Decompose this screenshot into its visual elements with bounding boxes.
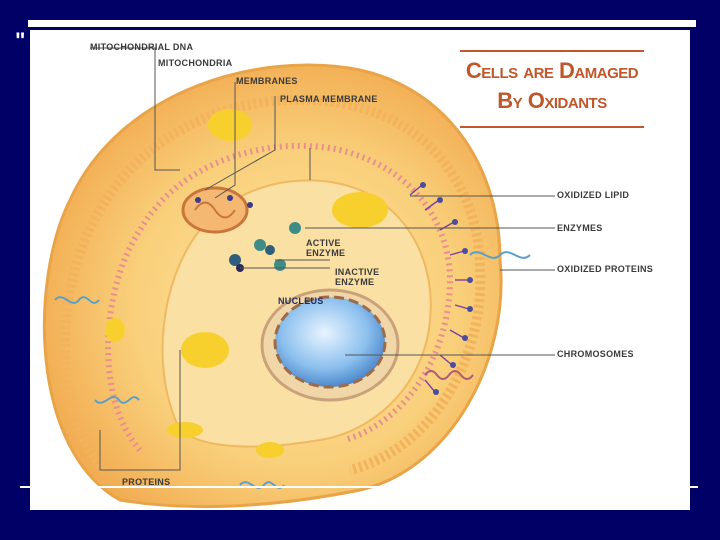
label-membranes: MEMBRANES	[236, 76, 298, 86]
protein-blob	[105, 318, 125, 342]
protein-blob	[167, 422, 203, 438]
protein-blob	[256, 442, 284, 458]
label-oxidized-proteins: OXIDIZED PROTEINS	[557, 264, 653, 274]
label-active-enzyme-2: ENZYME	[306, 248, 345, 258]
protein-blob	[332, 192, 388, 228]
slide-bottom-line	[20, 486, 698, 488]
label-nucleus: NUCLEUS	[278, 296, 324, 306]
label-active-enzyme-1: ACTIVE	[306, 238, 341, 248]
label-inactive-enzyme-1: INACTIVE	[335, 267, 379, 277]
title-line-2: By Oxidants	[460, 88, 644, 114]
label-mitochondrial-dna: MITOCHONDRIAL DNA	[90, 42, 193, 52]
title-rule-top	[460, 50, 644, 52]
label-oxidized-lipid: OXIDIZED LIPID	[557, 190, 629, 200]
title-line-1: Cells are Damaged	[460, 58, 644, 84]
label-enzymes: ENZYMES	[557, 223, 603, 233]
label-mitochondria: MITOCHONDRIA	[158, 58, 232, 68]
label-chromosomes: CHROMOSOMES	[557, 349, 634, 359]
title-rule-bottom	[460, 126, 644, 128]
protein-blob	[208, 109, 252, 141]
label-plasma-membrane: PLASMA MEMBRANE	[280, 94, 378, 104]
slide-top-bar	[28, 20, 696, 27]
protein-blob	[181, 332, 229, 368]
diagram-panel: Cells are Damaged By Oxidants MITOCHONDR…	[30, 30, 690, 510]
label-inactive-enzyme-2: ENZYME	[335, 277, 374, 287]
slide-quote-mark: "	[15, 28, 25, 54]
diagram-title: Cells are Damaged By Oxidants	[460, 50, 644, 128]
nucleus-body	[275, 297, 385, 387]
